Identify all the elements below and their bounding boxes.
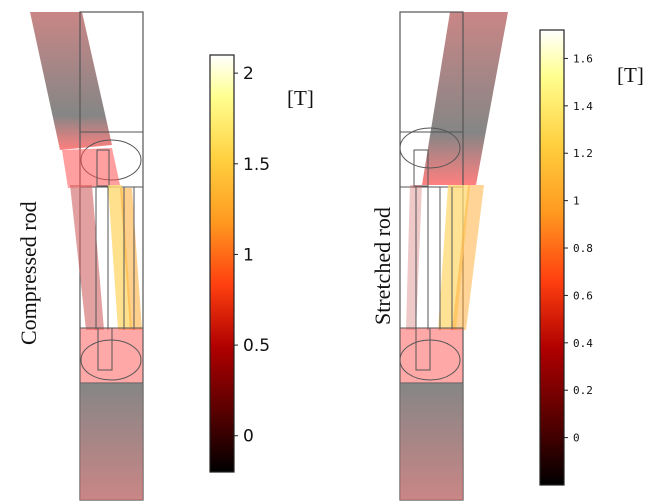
lower-coupler-ellipse xyxy=(80,339,142,381)
upper-coupler-ellipse xyxy=(399,127,461,169)
upper-pin xyxy=(96,149,110,187)
colorbar-tick-label: 0.6 xyxy=(573,289,593,302)
stretched-rod-label: Stretched rod xyxy=(370,207,395,325)
colorbar-right-ticks: 1.6 1.4 1.2 1 0.8 0.6 0.4 0.2 0 xyxy=(564,52,593,445)
colorbar-left-ticks: 2 1.5 1 0.5 0 xyxy=(234,64,270,447)
unit-label-right: [T] xyxy=(617,63,644,87)
upper-rod-segment xyxy=(422,12,508,185)
colorbar-tick-label: 0.5 xyxy=(243,336,270,356)
flux-tube-left xyxy=(406,185,422,330)
colorbar-tick-label: 0 xyxy=(243,427,254,447)
flux-tube-outer xyxy=(452,185,484,330)
flux-tube-outer xyxy=(120,188,142,330)
flux-tube-right xyxy=(108,185,132,330)
compressed-rod-label: Compressed rod xyxy=(16,201,41,345)
flux-tube-left xyxy=(70,185,104,330)
flux-tube-center xyxy=(438,185,470,330)
stretched-rod-panel: 1.6 1.4 1.2 1 0.8 0.6 0.4 0.2 0 Stretched rod [T… xyxy=(330,0,651,503)
colorbar-tick-label: 1.5 xyxy=(243,155,270,175)
colorbar-tick-label: 1.4 xyxy=(573,100,593,113)
colorbar-right xyxy=(539,29,565,486)
upper-rod-segment xyxy=(30,12,112,150)
upper-coupler-box xyxy=(399,131,464,188)
colorbar-tick-label: 2 xyxy=(243,64,254,84)
colorbar-tick-label: 0.4 xyxy=(573,337,593,350)
upper-pin xyxy=(413,149,429,187)
compressed-rod-figure: 2 1.5 1 0.5 0 xyxy=(30,11,270,501)
colorbar-tick-label: 0.2 xyxy=(573,384,593,397)
colorbar-tick-label: 0 xyxy=(573,432,580,445)
colorbar-tick-label: 0.8 xyxy=(573,242,593,255)
lower-pin xyxy=(97,327,113,371)
colorbar-left xyxy=(209,54,235,473)
unit-label-left: [T] xyxy=(287,86,314,110)
stretched-rod-figure: 1.6 1.4 1.2 1 0.8 0.6 0.4 0.2 0 xyxy=(399,11,593,501)
colorbar-tick-label: 1 xyxy=(573,195,580,208)
lower-rod-segment xyxy=(400,383,463,500)
upper-hot-zone xyxy=(62,148,120,188)
lower-pin xyxy=(415,327,431,371)
colorbar-tick-label: 1.6 xyxy=(573,52,593,65)
colorbar-tick-label: 1 xyxy=(243,245,254,265)
colorbar-tick-label: 1.2 xyxy=(573,147,593,160)
lower-rod-segment xyxy=(80,383,143,500)
compressed-rod-panel: 2 1.5 1 0.5 0 Compressed rod [T] xyxy=(16,11,314,501)
